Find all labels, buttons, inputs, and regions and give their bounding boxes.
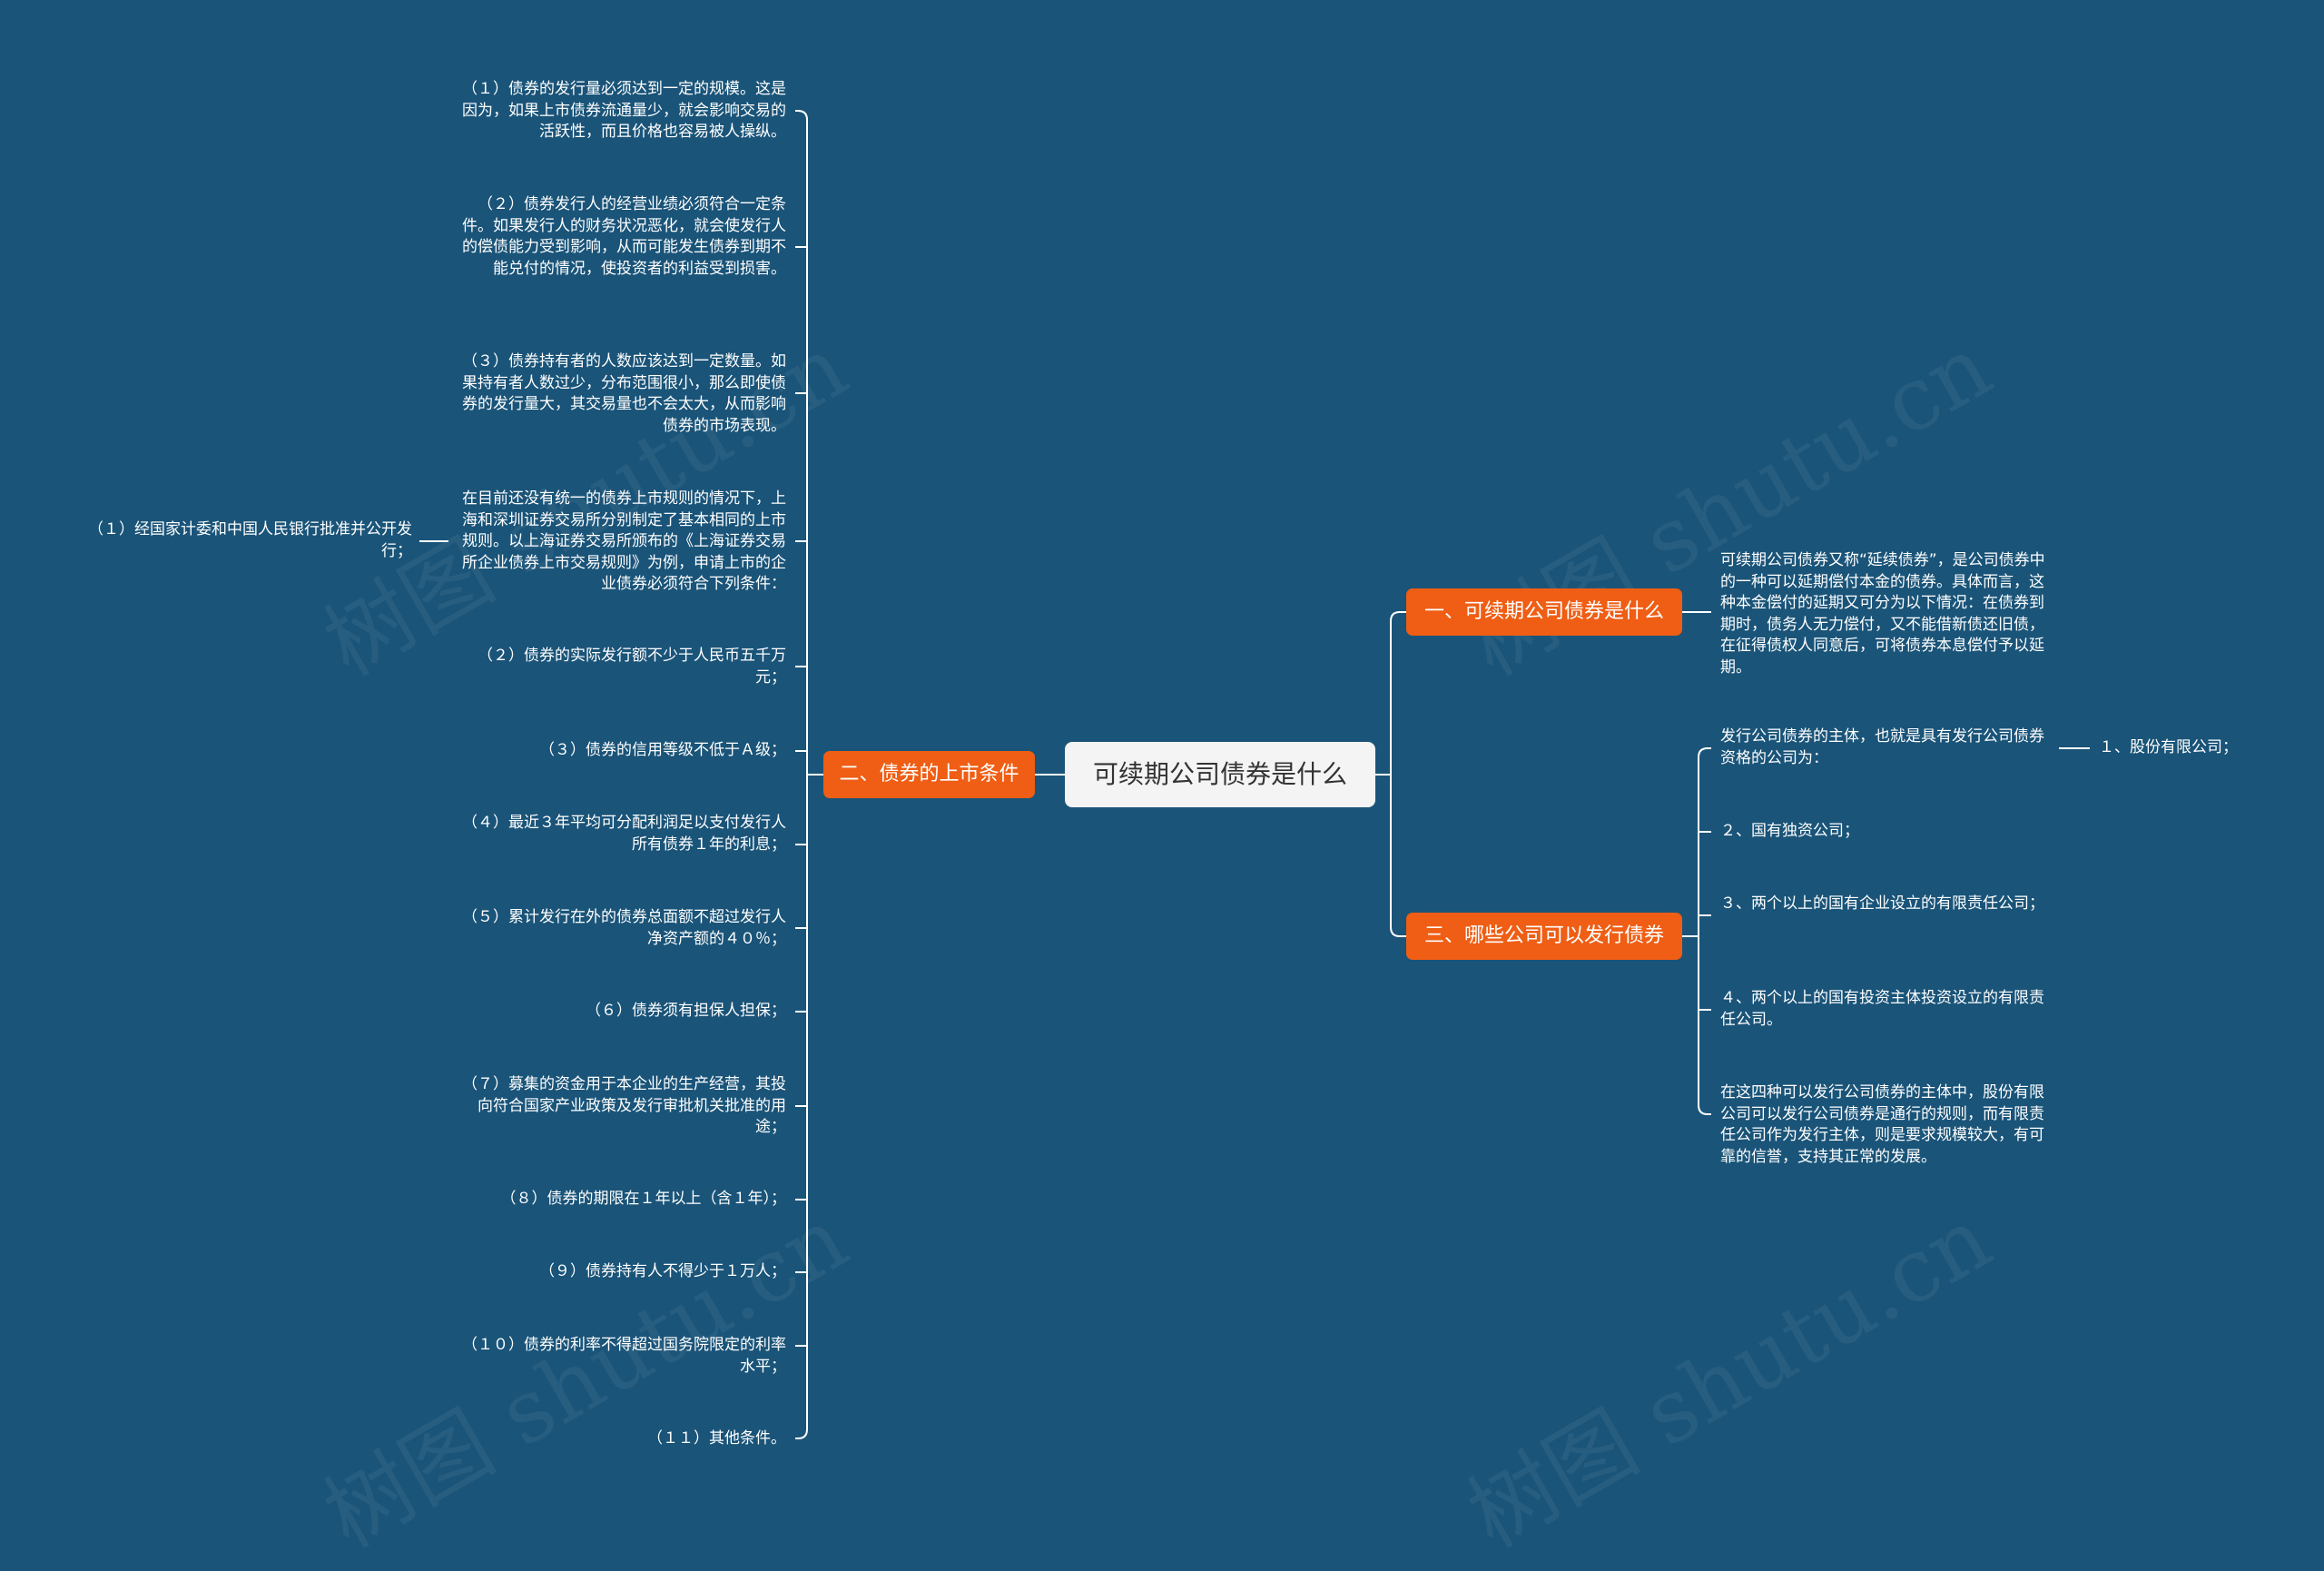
b2-sub-leaf[interactable]: （１）经国家计委和中国人民银行批准并公开发行； [88,520,412,560]
connector-26 [1698,747,1711,758]
mindmap-canvas: 树图 shutu.cn 树图 shutu.cn 树图 shutu.cn 树图 s… [88,80,2238,1567]
b2-leaf-12[interactable]: （９）债券持有人不得少于１万人； [539,1262,786,1280]
b2-leaf-9[interactable]: （６）债券须有担保人担保； [586,1002,786,1020]
b1-leaf[interactable]: 可续期公司债券又称“延续债券”，是公司债券中的一种可以延期偿付本金的债券。具体而… [1720,551,2045,677]
b2-leaf-7[interactable]: （４）最近３年平均可分配利润足以支付发行人所有债券１年的利息； [462,814,786,854]
branch-3[interactable]: 三、哪些公司可以发行债券 [1406,913,1682,960]
branch-1[interactable]: 一、可续期公司债券是什么 [1406,588,1682,636]
b2-leaf-13[interactable]: （１０）债券的利率不得超过国务院限定的利率水平； [462,1336,786,1376]
branch-2[interactable]: 二、债券的上市条件 [823,751,1035,798]
connector-9 [795,110,808,121]
b2-leaf-1[interactable]: （１）债券的发行量必须达到一定的规模。这是因为，如果上市债券流通量少，就会影响交… [462,80,786,141]
connector-lines [419,110,2090,1439]
connector-22 [795,1428,808,1439]
b2-leaf-3[interactable]: （３）债券持有者的人数应该达到一定数量。如果持有者人数过少，分布范围很小，那么即… [462,352,786,435]
b3-leaf-3[interactable]: ３、两个以上的国有企业设立的有限责任公司； [1720,894,2044,913]
b3-leaf-4[interactable]: ４、两个以上的国有投资主体投资设立的有限责任公司。 [1720,989,2044,1029]
b2-leaf-5[interactable]: （２）债券的实际发行额不少于人民币五千万元； [478,647,786,687]
connector-30 [1698,1104,1711,1115]
connector-3 [1390,611,1406,622]
b2-leaf-11[interactable]: （８）债券的期限在１年以上（含１年）； [500,1190,787,1208]
root-topic[interactable]: 可续期公司债券是什么 [1065,742,1375,807]
b2-leaf-4[interactable]: 在目前还没有统一的债券上市规则的情况下，上海和深圳证券交易所分别制定了基本相同的… [462,489,786,593]
b3-leaf-1[interactable]: 发行公司债券的主体，也就是具有发行公司债券资格的公司为： [1720,727,2044,767]
b3-leaf-5[interactable]: 在这四种可以发行公司债券的主体中，股份有限公司可以发行公司债券是通行的规则，而有… [1720,1083,2044,1166]
connector-4 [1390,926,1406,937]
b3-sub-leaf[interactable]: １、股份有限公司； [2099,738,2238,756]
b2-leaf-10[interactable]: （７）募集的资金用于本企业的生产经营，其投向符合国家产业政策及发行审批机关批准的… [462,1075,786,1136]
b3-leaf-2[interactable]: ２、国有独资公司； [1720,822,1859,840]
b2-leaf-8[interactable]: （５）累计发行在外的债券总面额不超过发行人净资产额的４０％； [462,908,786,948]
b2-leaf-2[interactable]: （２）债券发行人的经营业绩必须符合一定条件。如果发行人的财务状况恶化，就会使发行… [462,195,786,278]
b2-leaf-14[interactable]: （１１）其他条件。 [647,1429,786,1447]
b2-leaf-6[interactable]: （３）债券的信用等级不低于Ａ级； [539,741,786,759]
